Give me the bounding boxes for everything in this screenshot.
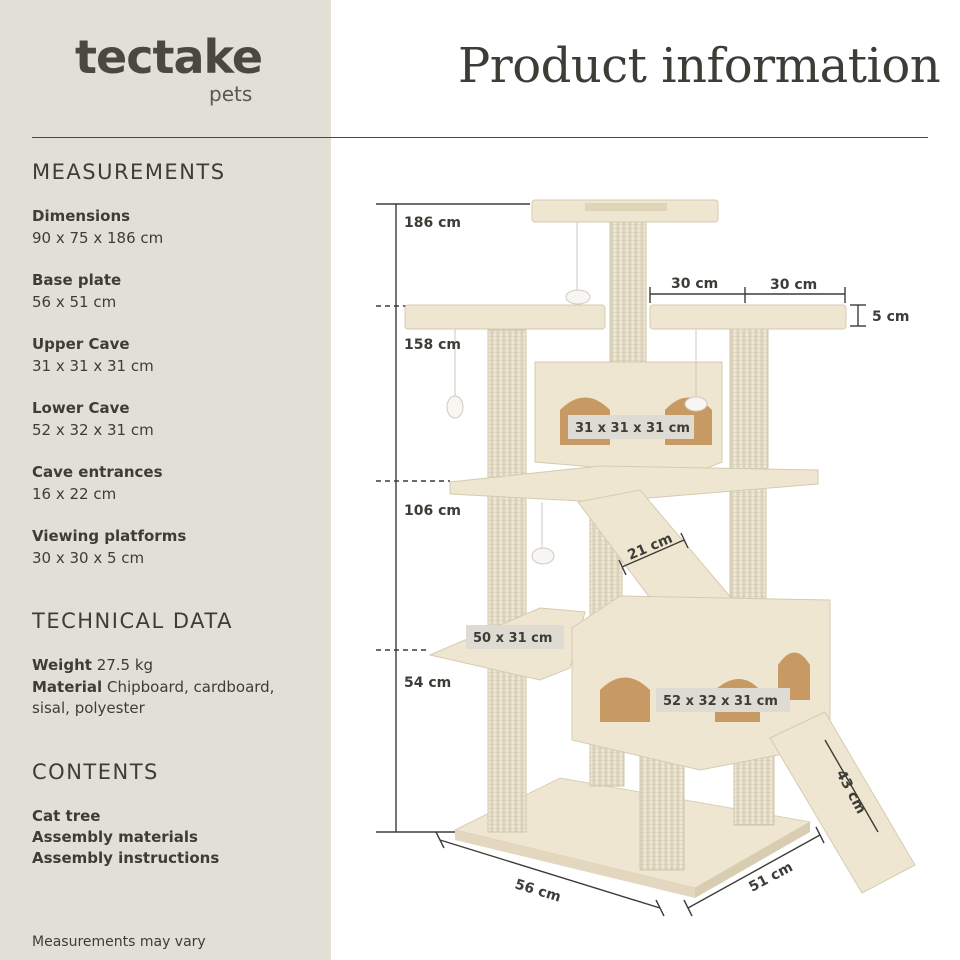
ramp-width-dimension [618, 532, 689, 576]
spec-label-base-plate: Base plate [32, 271, 122, 289]
material-line: Material Chipboard, cardboard, [32, 678, 274, 696]
spec-value-cave-entrances: 16 x 22 cm [32, 485, 117, 503]
platform-width-dimension [649, 287, 866, 327]
measurements-disclaimer: Measurements may vary [32, 934, 206, 950]
material-line-2: sisal, polyester [32, 699, 145, 717]
brand-logo: tectake [75, 30, 263, 84]
material-label: Material [32, 678, 103, 696]
spec-label-cave-entrances: Cave entrances [32, 463, 163, 481]
upper-cave-label-bg [568, 415, 694, 439]
contents-item: Assembly instructions [32, 849, 220, 867]
cat-tree-diagram: 186 cm 158 cm 106 cm 54 cm 30 cm 30 cm 5… [376, 199, 916, 917]
weight-label: Weight [32, 656, 92, 674]
spec-value-lower-cave: 52 x 32 x 31 cm [32, 421, 154, 439]
height-label-106: 106 cm [404, 503, 461, 519]
viewing-platforms [404, 304, 847, 330]
info-sidebar: tectake pets MEASUREMENTS Dimensions 90 … [0, 0, 331, 960]
middle-shelf [449, 465, 819, 503]
spec-value-dimensions: 90 x 75 x 186 cm [32, 229, 164, 247]
base-depth-label: 51 cm [746, 859, 795, 895]
height-label-158: 158 cm [404, 337, 461, 353]
top-platform [531, 199, 719, 223]
upper-cave-label: 31 x 31 x 31 cm [575, 421, 690, 436]
spec-label-lower-cave: Lower Cave [32, 399, 130, 417]
measurements-heading: MEASUREMENTS [32, 160, 226, 184]
spec-value-base-plate: 56 x 51 cm [32, 293, 117, 311]
weight-line: Weight 27.5 kg [32, 656, 153, 674]
technical-heading: TECHNICAL DATA [32, 609, 233, 633]
contents-heading: CONTENTS [32, 760, 159, 784]
spec-label-dimensions: Dimensions [32, 207, 131, 225]
spec-label-viewing-platforms: Viewing platforms [32, 527, 187, 545]
hammock-label-bg [466, 625, 564, 649]
height-label-54: 54 cm [404, 675, 451, 691]
height-label-186: 186 cm [404, 215, 461, 231]
weight-value: 27.5 kg [96, 656, 154, 674]
platform-thickness-label: 5 cm [872, 309, 910, 325]
contents-item: Cat tree [32, 807, 101, 825]
platform-width-label: 30 cm [671, 276, 718, 292]
hammock-label: 50 x 31 cm [473, 631, 552, 646]
lower-cave-label-bg [656, 688, 790, 712]
spec-label-upper-cave: Upper Cave [32, 335, 130, 353]
material-value: Chipboard, cardboard, [106, 678, 275, 696]
ladder [769, 711, 916, 894]
lower-cave-label: 52 x 32 x 31 cm [663, 694, 778, 709]
page-title: Product information [458, 38, 941, 94]
base-width-label: 56 cm [513, 877, 563, 906]
spec-value-viewing-platforms: 30 x 30 x 5 cm [32, 549, 145, 567]
spec-value-upper-cave: 31 x 31 x 31 cm [32, 357, 154, 375]
platform-width-label: 30 cm [770, 277, 817, 293]
ladder-dimension [824, 739, 879, 833]
height-dimension-lines [376, 203, 530, 833]
brand-logo-sub: pets [209, 82, 253, 106]
toy-mouse-icons [446, 222, 708, 565]
header-divider [32, 137, 928, 138]
base-dimension-lines [435, 826, 825, 917]
base-plate [453, 777, 812, 898]
contents-item: Assembly materials [32, 828, 198, 846]
